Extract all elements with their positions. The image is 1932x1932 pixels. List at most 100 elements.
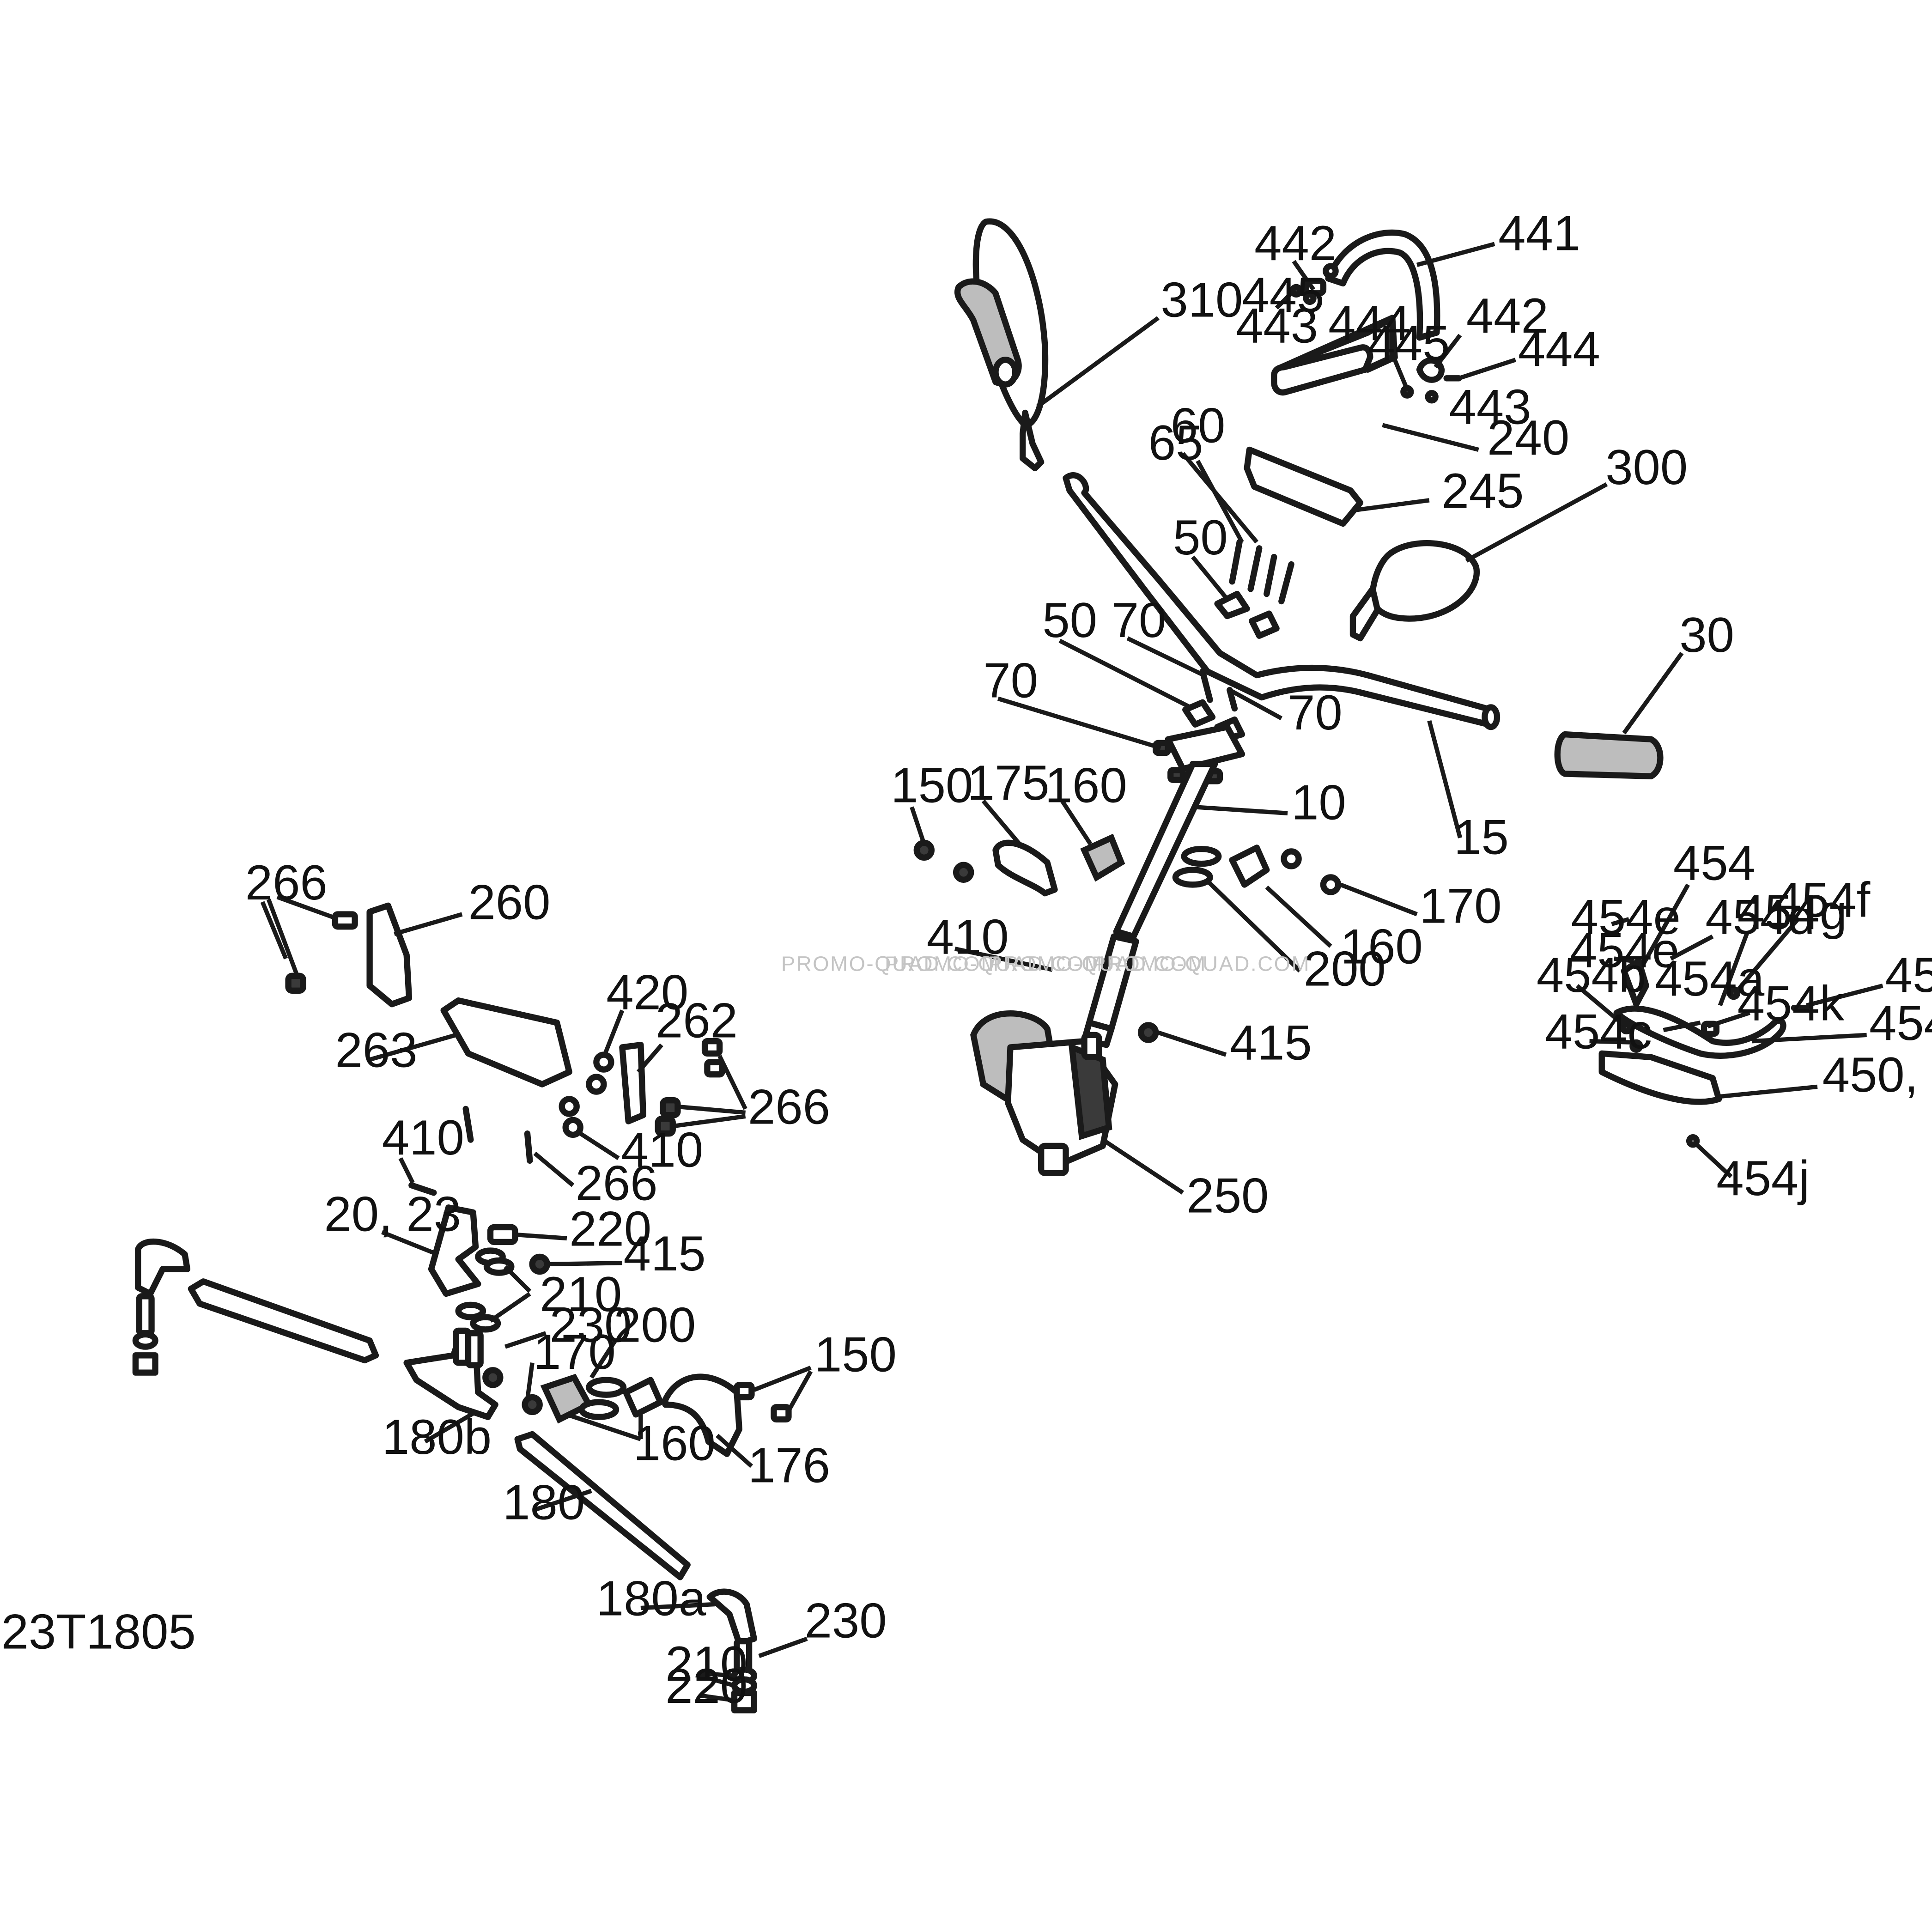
- pitman-arm: [428, 1204, 550, 1333]
- callout-160: 160: [633, 1416, 716, 1471]
- callout-20-23: 20, 23: [324, 1186, 461, 1241]
- small-clamps-top: [1289, 263, 1462, 404]
- callout-30: 30: [1679, 607, 1734, 662]
- brackets-left: [285, 902, 725, 1196]
- callout-175: 175: [967, 755, 1050, 810]
- callout-160: 160: [1045, 757, 1127, 813]
- callout-10: 10: [1291, 775, 1346, 830]
- callout-454b: 454b: [1537, 947, 1646, 1002]
- callout-180b: 180b: [382, 1409, 492, 1464]
- callout-65: 65: [1148, 415, 1203, 470]
- callout-454g: 454g: [1738, 884, 1847, 940]
- callout-260: 260: [468, 875, 550, 930]
- power-steering-unit: [970, 1010, 1159, 1176]
- callout-454e: 454e: [1570, 923, 1679, 978]
- callout-450-451: 450, 451: [1823, 1047, 1932, 1102]
- callout-410: 410: [621, 1122, 703, 1178]
- callout-220: 220: [665, 1658, 747, 1713]
- callout-454a: 454a: [1655, 951, 1765, 1006]
- watermark: PROMO-QUAD.COM: [988, 952, 1207, 976]
- handlebar: [1063, 472, 1501, 730]
- leader-lines: [260, 242, 1883, 1703]
- callout-410: 410: [927, 909, 1009, 964]
- callout-220: 220: [569, 1201, 651, 1256]
- callout-70: 70: [1112, 592, 1166, 648]
- callout-176: 176: [748, 1438, 830, 1493]
- steering-column: [1081, 723, 1245, 1048]
- callout-150: 150: [814, 1326, 897, 1382]
- callout-262: 262: [656, 993, 738, 1048]
- callout-445: 445: [1242, 267, 1324, 322]
- callout-442: 442: [1254, 215, 1337, 271]
- callout-444: 444: [1328, 295, 1410, 351]
- callout-170: 170: [1419, 878, 1501, 934]
- lower-bushings: [540, 1373, 792, 1457]
- clamp-bolts: [1229, 539, 1294, 605]
- callout-170: 170: [534, 1324, 616, 1379]
- callout-454: 454: [1869, 995, 1932, 1051]
- callout-445: 445: [1367, 315, 1450, 371]
- callout-454f: 454f: [1774, 872, 1871, 927]
- callout-200: 200: [614, 1297, 696, 1352]
- callout-180a: 180a: [596, 1571, 706, 1626]
- callout-410: 410: [382, 1110, 464, 1165]
- left-mirror: [972, 218, 1049, 472]
- tie-rod-end-left: [132, 1239, 191, 1376]
- handlebar-pad-upper: [1271, 315, 1398, 396]
- callout-454k: 454k: [1738, 975, 1845, 1031]
- callout-210: 210: [665, 1636, 747, 1691]
- callout-160: 160: [1341, 919, 1423, 974]
- callout-454h: 454h: [1885, 947, 1932, 1002]
- right-mirror: [1349, 540, 1480, 642]
- callout-454e: 454e: [1571, 889, 1681, 945]
- diagram-reference-code: 23T1805: [1, 1604, 196, 1659]
- callout-443: 443: [1236, 298, 1318, 353]
- callout-266: 266: [576, 1155, 658, 1211]
- watermark: PROMO-QUAD.COM: [1092, 952, 1310, 976]
- column-brackets-upper: [913, 833, 1342, 897]
- callout-441: 441: [1498, 205, 1580, 261]
- callout-300: 300: [1605, 439, 1688, 495]
- callout-454d: 454d: [1705, 889, 1815, 945]
- callout-245: 245: [1441, 463, 1524, 518]
- callout-230: 230: [805, 1593, 887, 1648]
- callout-70: 70: [983, 653, 1038, 708]
- callout-444: 444: [1518, 321, 1600, 377]
- callout-454j: 454j: [1716, 1150, 1810, 1206]
- callout-420: 420: [606, 964, 688, 1020]
- tie-rod: [514, 1431, 691, 1580]
- watermark: PROMO-QUAD.COM: [781, 952, 1000, 976]
- callout-200: 200: [1304, 941, 1386, 996]
- drag-link: [188, 1278, 379, 1364]
- watermark: PROMO-QUAD.COM: [885, 952, 1103, 976]
- callout-230: 230: [550, 1297, 632, 1352]
- idler-arm: [403, 1327, 543, 1420]
- callout-70: 70: [1288, 685, 1343, 740]
- left-grip: [954, 278, 1022, 388]
- callout-60: 60: [1171, 397, 1226, 453]
- callout-415: 415: [1230, 1015, 1312, 1070]
- callout-labels: 441 442 445 443 444 442 445 444 443 310 …: [245, 205, 1932, 1713]
- callout-50: 50: [1173, 510, 1228, 565]
- callout-150: 150: [891, 757, 973, 813]
- callout-454c: 454c: [1545, 1004, 1652, 1059]
- callout-442: 442: [1466, 288, 1549, 343]
- callout-266: 266: [245, 855, 328, 910]
- right-grip: [1554, 731, 1664, 779]
- callout-415: 415: [624, 1226, 706, 1281]
- callout-266: 266: [748, 1079, 830, 1134]
- callout-240: 240: [1487, 410, 1569, 465]
- callout-443: 443: [1449, 379, 1531, 434]
- tie-rod-end-right: [706, 1588, 757, 1713]
- callout-15: 15: [1454, 809, 1509, 864]
- callout-263: 263: [335, 1022, 417, 1078]
- watermark-strip: PROMO-QUAD.COM PROMO-QUAD.COM PROMO-QUAD…: [781, 952, 1310, 976]
- callout-180: 180: [503, 1475, 585, 1530]
- callout-310: 310: [1160, 272, 1243, 327]
- handlebar-pad-lower: [1244, 446, 1364, 527]
- callout-250: 250: [1186, 1167, 1269, 1223]
- callout-210: 210: [540, 1266, 622, 1322]
- callout-50: 50: [1042, 592, 1097, 648]
- callout-454: 454: [1673, 835, 1756, 890]
